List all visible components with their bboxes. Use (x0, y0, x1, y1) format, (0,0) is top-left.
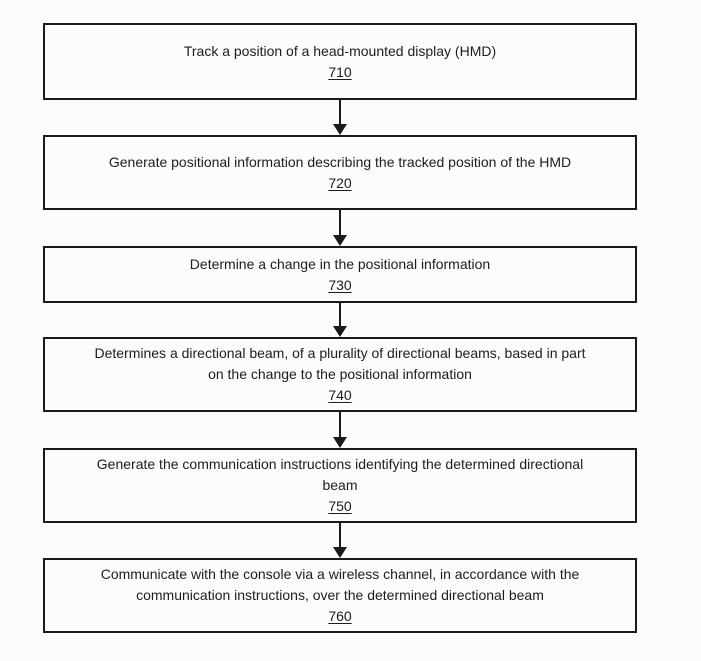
step-ref-number: 720 (328, 174, 352, 191)
step-text-line: communication instructions, over the det… (136, 587, 544, 603)
arrow-head-icon (333, 547, 347, 558)
step-ref-number: 760 (328, 608, 352, 624)
step-ref-number: 730 (328, 276, 352, 293)
step-text-line: Generate the communication instructions … (96, 456, 584, 472)
arrow-shaft (339, 303, 341, 326)
step-ref-number: 710 (328, 63, 352, 80)
step-ref-number: 750 (328, 498, 352, 514)
flowchart-column: Track a position of a head-mounted displ… (43, 23, 637, 633)
step-text-line: Communicate with the console via a wirel… (100, 566, 580, 582)
down-arrow (43, 523, 637, 558)
flow-step-760: Communicate with the console via a wirel… (43, 558, 637, 633)
down-arrow (43, 210, 637, 246)
arrow-head-icon (333, 124, 347, 135)
arrow-head-icon (333, 235, 347, 246)
flow-step-740: Determines a directional beam, of a plur… (43, 337, 637, 412)
down-arrow (43, 412, 637, 448)
arrow-shaft (339, 210, 341, 235)
flow-step-720: Generate positional information describi… (43, 135, 637, 210)
arrow-head-icon (333, 326, 347, 337)
step-text-line: beam (322, 477, 358, 493)
down-arrow (43, 100, 637, 135)
step-ref-number: 740 (328, 387, 352, 403)
arrow-head-icon (333, 437, 347, 448)
arrow-shaft (339, 412, 341, 437)
flow-step-710: Track a position of a head-mounted displ… (43, 23, 637, 100)
arrow-shaft (339, 523, 341, 547)
step-text-line: Determines a directional beam, of a plur… (94, 345, 586, 361)
step-text-line: Generate positional information describi… (108, 153, 572, 170)
down-arrow (43, 303, 637, 337)
flow-step-730: Determine a change in the positional inf… (43, 246, 637, 303)
flow-step-750: Generate the communication instructions … (43, 448, 637, 523)
arrow-shaft (339, 100, 341, 124)
step-text-line: on the change to the positional informat… (208, 366, 472, 382)
step-text-line: Track a position of a head-mounted displ… (183, 42, 497, 59)
step-text-line: Determine a change in the positional inf… (189, 255, 491, 272)
